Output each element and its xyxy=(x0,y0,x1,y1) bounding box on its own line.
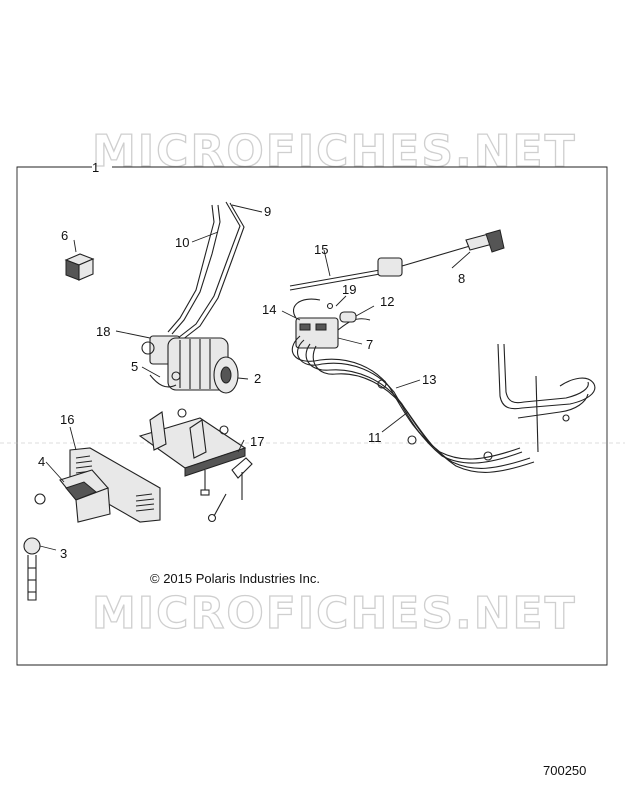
callout-11: 11 xyxy=(368,430,382,445)
part-mount-plate xyxy=(138,408,247,496)
callout-4: 4 xyxy=(38,454,45,469)
part-16-grill xyxy=(75,455,155,512)
part-3-hook-strap xyxy=(23,537,41,601)
callout-8: 8 xyxy=(458,271,465,286)
document-number: 700250 xyxy=(543,763,586,778)
callout-2: 2 xyxy=(254,371,261,386)
callout-5: 5 xyxy=(131,359,138,374)
callout-19: 19 xyxy=(342,282,356,297)
callout-7: 7 xyxy=(366,337,373,352)
assembly-frame xyxy=(16,166,608,666)
callout-6: 6 xyxy=(61,228,68,243)
watermark-bottom: MICROFICHES.NET xyxy=(92,588,577,639)
callout-12: 12 xyxy=(380,294,394,309)
callout-18: 18 xyxy=(96,324,110,339)
part-2-winch xyxy=(141,335,239,394)
part-6-cube xyxy=(64,253,95,281)
part-4-fairlead xyxy=(34,469,111,523)
callout-3: 3 xyxy=(60,546,67,561)
watermark-top: MICROFICHES.NET xyxy=(92,126,577,177)
part-7-solenoid xyxy=(293,298,371,349)
callout-15: 15 xyxy=(314,242,328,257)
callout-1: 1 xyxy=(92,160,99,175)
callout-13: 13 xyxy=(422,372,436,387)
callout-9: 9 xyxy=(264,204,271,219)
part-5-lead xyxy=(149,371,181,388)
part-17-hardware xyxy=(207,457,253,523)
part-frame-rail xyxy=(497,343,596,453)
part-9-10-wires xyxy=(167,201,245,341)
copyright-notice: © 2015 Polaris Industries Inc. xyxy=(150,571,320,586)
callout-14: 14 xyxy=(262,302,276,317)
callout-17: 17 xyxy=(250,434,264,449)
part-8-15-control-handle xyxy=(289,229,505,291)
part-11-13-cables xyxy=(291,335,535,473)
callout-10: 10 xyxy=(175,235,189,250)
callout-16: 16 xyxy=(60,412,74,427)
leader-lines xyxy=(39,204,471,551)
callout-labels: 1 2 3 4 5 6 7 8 9 10 11 12 13 14 15 16 1… xyxy=(38,160,465,561)
